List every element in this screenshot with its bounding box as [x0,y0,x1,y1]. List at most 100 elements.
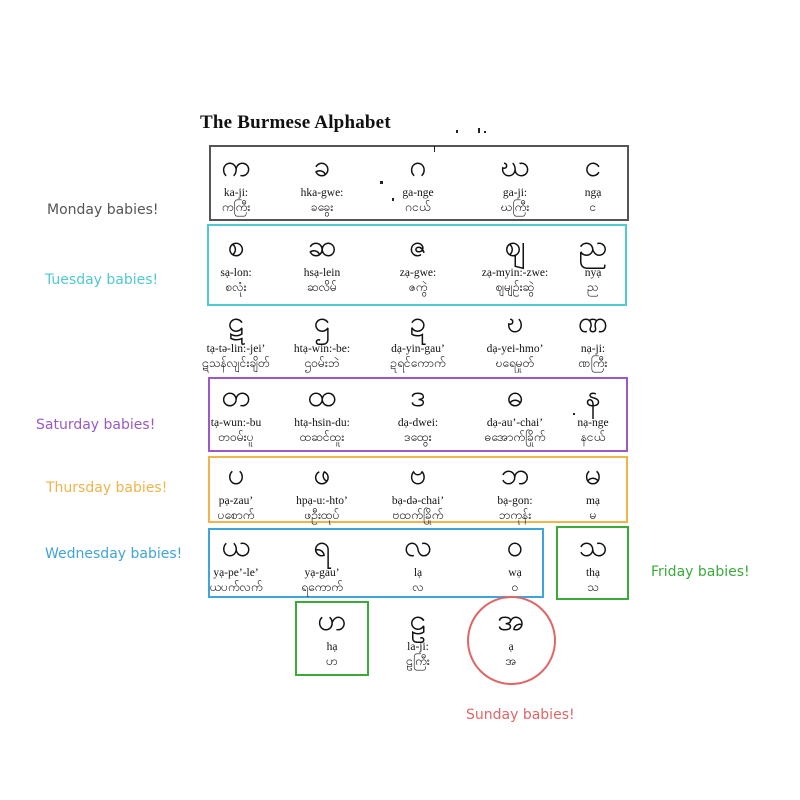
letter-glyph: ဟ [317,603,347,638]
letter-burmese-name: ဖဦးထုပ် [304,508,340,522]
letter-glyph: ဈ [504,229,526,264]
letter-glyph: ယ [221,529,251,564]
letter-glyph: ဋ [227,305,245,340]
letter-romanization: mạ [585,495,601,507]
letter-romanization: zạ-gwe: [399,267,437,279]
letter-glyph: ဃ [500,149,530,184]
letter-romanization: ạ [508,641,514,653]
thursday-box [208,456,628,523]
letter-romanization: dạ-yei-hmo’ [486,343,544,355]
letter-burmese-name: ထဆင်ထူး [299,430,345,444]
letter-romanization: dạ-yin-gau’ [391,343,445,355]
letter-romanization: htạ-win:-be: [293,343,351,355]
letter-glyph: အ [497,603,525,638]
letter-burmese-name: ဓအောက်ခြိုက် [484,430,546,444]
letter-romanization: bạ-gon: [497,495,533,507]
letter-burmese-name: ဍရင်ကောက် [390,356,446,370]
scan-speck [434,146,435,152]
letter-glyph: က [221,149,251,184]
letter-burmese-name: အ [505,654,517,668]
letter-burmese-name: သ [587,580,599,594]
letter-glyph: လ [403,529,433,564]
page-title: The Burmese Alphabet [200,112,391,133]
letter-burmese-name: ယပက်လက် [209,580,263,594]
letter-romanization: la-ji: [407,641,429,653]
letter-romanization: sạ-lon: [220,267,252,279]
label-wednesday: Wednesday babies! [45,546,183,562]
letter-glyph: ဆ [307,229,337,264]
letter-burmese-name: ကကြီး [221,200,251,214]
letter-glyph: ဝ [506,529,524,564]
letter-glyph: မ [584,457,602,492]
label-friday: Friday babies! [651,564,750,580]
letter-burmese-name: ဘကုန်း [498,508,532,522]
letter-romanization: hạ [326,641,338,653]
letter-glyph: ဏ [577,305,609,340]
letter-burmese-name: ဎရေမှုတ် [495,356,535,370]
letter-burmese-name: ဆလိမ် [307,280,337,294]
label-tuesday: Tuesday babies! [45,272,159,288]
letter-burmese-name: ခခွေး [310,200,334,214]
letter-glyph: စ [227,229,245,264]
letter-glyph: ဌ [313,305,331,340]
letter-glyph: တ [221,379,251,414]
letter-romanization: ngạ [584,187,602,199]
letter-glyph: ရ [313,529,331,564]
letter-romanization: hpạ-u:-hto’ [296,495,348,507]
letter-romanization: nyạ [584,267,602,279]
letter-glyph: ဂ [409,149,427,184]
letter-romanization: dạ-dwei: [397,417,439,429]
letter-romanization: yạ-pe’-le’ [213,567,259,579]
letter-romanization: yạ-gau’ [304,567,340,579]
scan-speck [380,181,383,184]
letter-romanization: dạ-au’-chai’ [486,417,544,429]
letter-burmese-name: မ [589,508,597,522]
letter-burmese-name: င [589,200,597,214]
letter-romanization: ga-ji: [502,187,528,199]
label-sunday: Sunday babies! [466,707,575,723]
letter-burmese-name: နငယ် [580,430,606,444]
letter-burmese-name: ဏကြီး [578,356,608,370]
letter-romanization: ga-nge [402,187,434,199]
letter-romanization: thạ [585,567,601,579]
scan-speck [456,130,458,133]
letter-romanization: tạ-wun:-bu [210,417,262,429]
letter-burmese-name: ဋသန်လျင်းချိတ် [202,356,270,370]
scan-speck [478,128,480,133]
friday-box-ha [295,601,369,676]
letter-glyph: န [585,379,601,414]
friday-box [556,526,629,600]
monday-box [209,145,629,221]
letter-glyph: ည [578,229,608,264]
letter-glyph: ထ [307,379,337,414]
letter-burmese-name: ရကောက် [301,580,343,594]
letter-burmese-name: ဇကွဲ [408,280,428,294]
letter-burmese-name: ပစောက် [217,508,255,522]
letter-burmese-name: စလုံး [225,280,247,294]
letter-glyph: ဓ [506,379,524,414]
letter-burmese-name: ဝ [511,580,519,594]
letter-burmese-name: ဟ [326,654,338,668]
letter-romanization: tạ-tə-lin:-jei’ [206,343,266,355]
